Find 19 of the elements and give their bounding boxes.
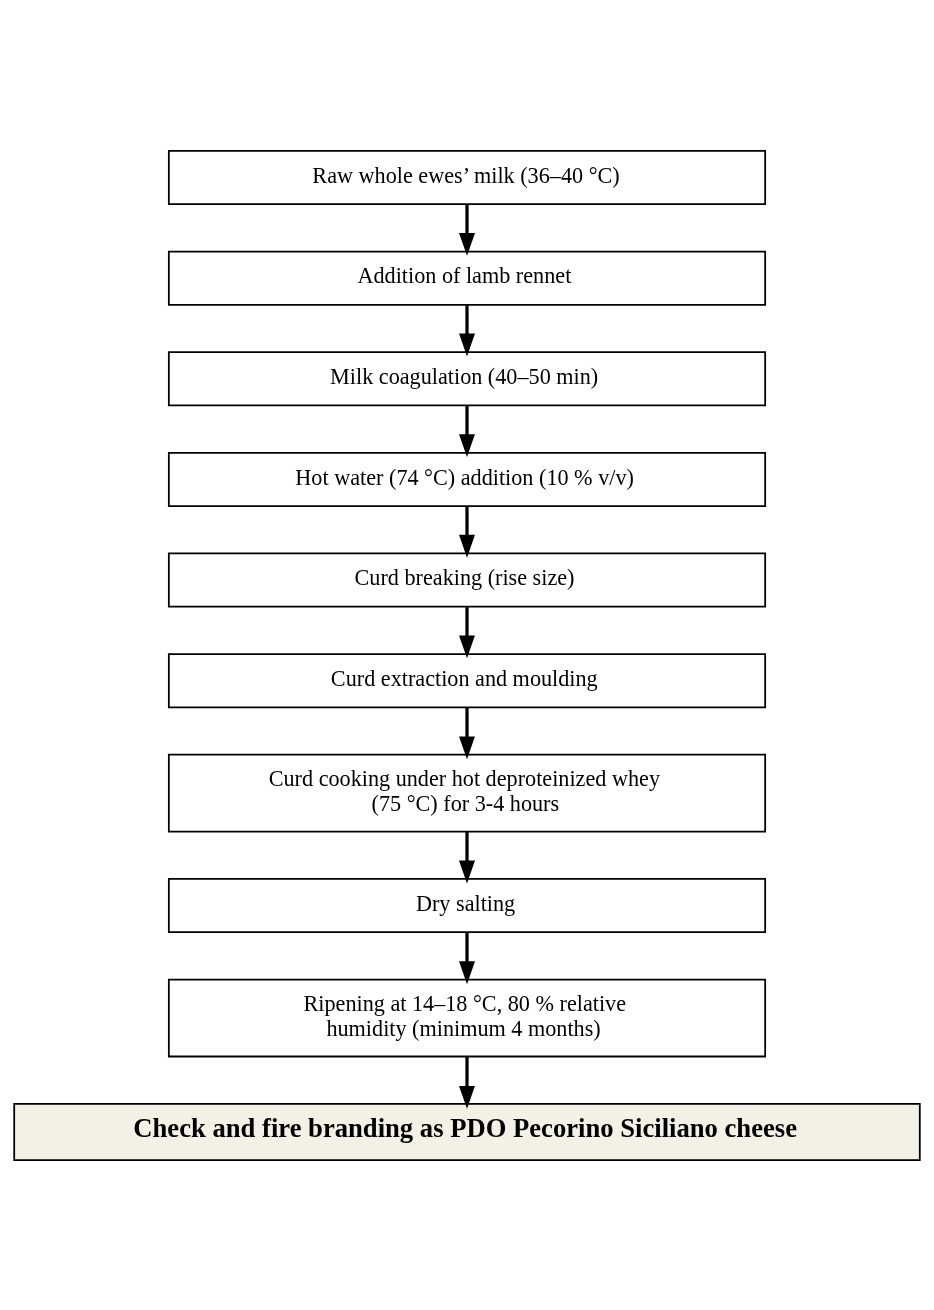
node-box: Curd cooking under hot deproteinized whey (75 °C) for 3-4 hours — [167, 753, 767, 832]
node-box: Curd extraction and moulding — [167, 652, 767, 708]
node-box: Addition of lamb rennet — [167, 250, 767, 306]
node-box: Milk coagulation (40–50 min) — [167, 350, 767, 406]
arrow — [459, 831, 475, 883]
node-box: Hot water (74 °C) addition (10 % v/v) — [167, 451, 767, 507]
node-box: Curd breaking (rise size) — [167, 552, 767, 608]
node-box: Raw whole ewes’ milk (36–40 °C) — [167, 149, 767, 205]
arrow — [459, 204, 475, 256]
arrow — [459, 405, 475, 457]
arrow — [459, 1056, 475, 1109]
node-box: Check and fire branding as PDO Pecorino Siciliano cheese — [13, 1102, 921, 1161]
node-box: Ripening at 14–18 °C, 80 % relative humidity (minimum 4 months) — [167, 978, 767, 1057]
arrow — [459, 506, 475, 558]
arrow — [459, 606, 475, 658]
arrow — [459, 304, 475, 356]
node-box: Dry salting — [167, 877, 767, 933]
arrow — [459, 707, 475, 759]
arrow — [459, 931, 475, 984]
